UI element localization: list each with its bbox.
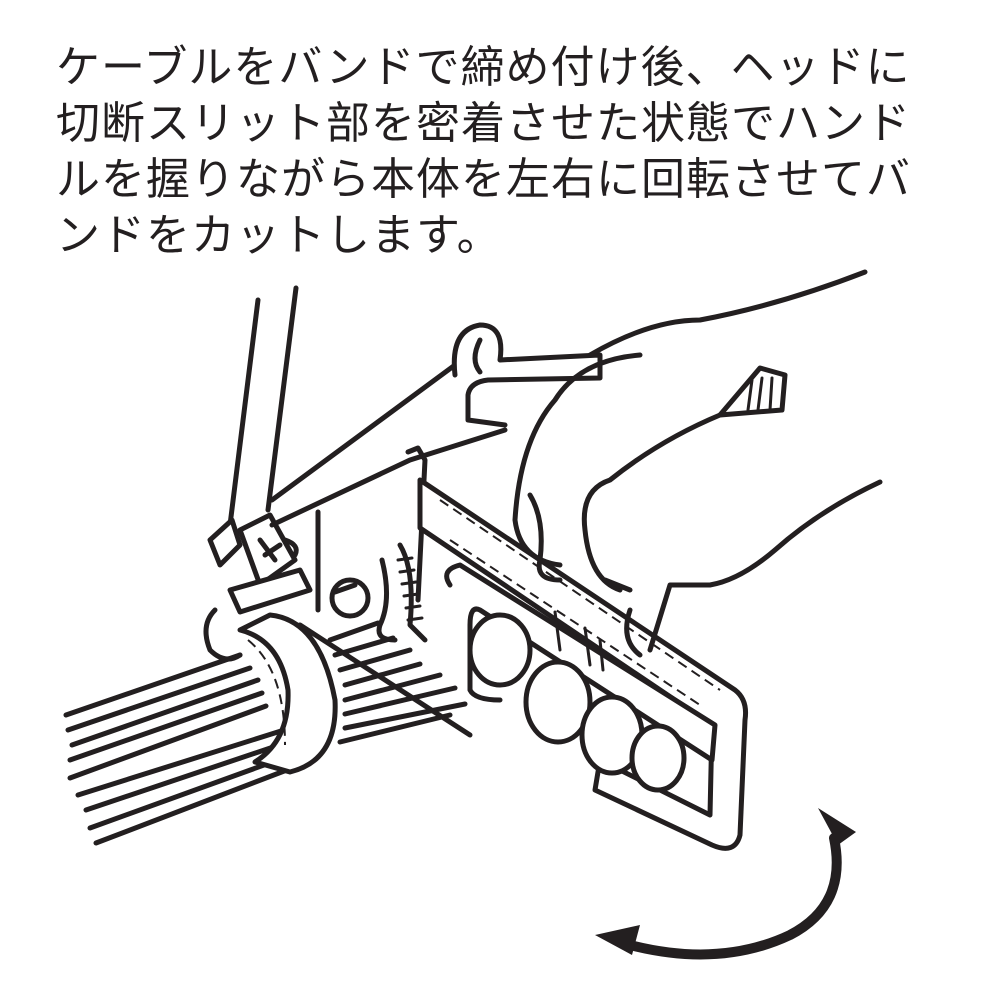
instruction-line-2: 切断スリット部を密着させた状態でハンド [56, 98, 911, 149]
tool-body [269, 322, 748, 851]
instruction-line-4: ンドをカットします。 [56, 210, 502, 261]
instruction-line-3: ルを握りながら本体を左右に回転させてバ [56, 154, 911, 205]
tool-head [207, 285, 371, 619]
instruction-line-1: ケーブルをバンドで締め付け後、ヘッドに [56, 42, 911, 93]
hand [467, 269, 883, 793]
stainless-band [203, 607, 338, 775]
rotation-arrow-icon [595, 808, 856, 960]
cable-bundle [63, 620, 468, 846]
instruction-text: ケーブルをバンドで締め付け後、ヘッドに 切断スリット部を密着させた状態でハンド … [56, 40, 956, 264]
